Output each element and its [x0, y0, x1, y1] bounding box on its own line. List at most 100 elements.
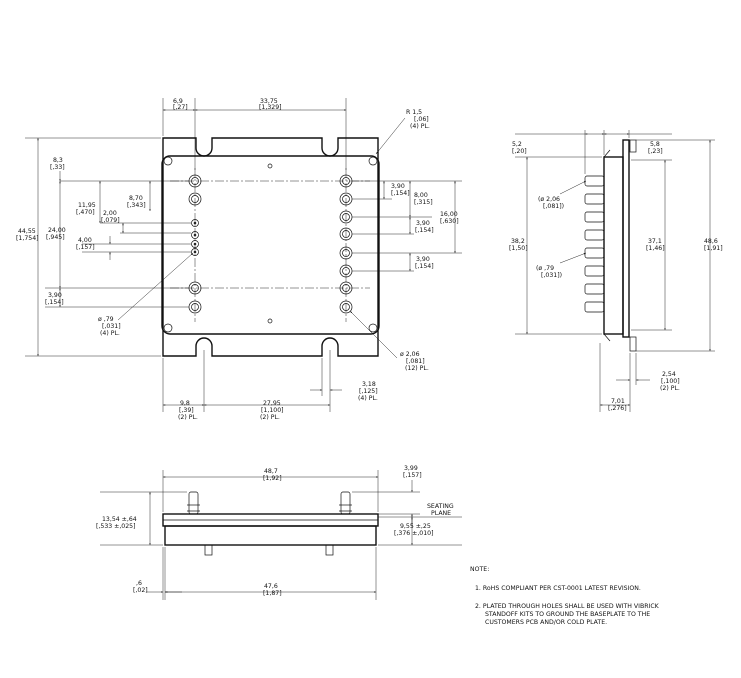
dim-label: [,157] [76, 244, 95, 251]
dim-label: ,6 [136, 580, 142, 587]
dim-label: [,157] [403, 472, 422, 479]
dim-label: 3,99 [404, 465, 418, 472]
standoff [204, 544, 213, 556]
dim-label: (4) PL. [100, 330, 120, 337]
standoff-bottom [629, 336, 637, 352]
dim-label: ø 2,06 [400, 351, 420, 358]
dim-label: 44,55 [18, 228, 36, 235]
dim-label: [,376 ±,010] [394, 530, 434, 537]
dim-label: 38,2 [511, 238, 525, 245]
notes-title: NOTE: [470, 566, 489, 573]
note-1: 1. RoHS COMPLIANT PER CST-0001 LATEST RE… [475, 585, 641, 592]
dim-label: [,031] [102, 323, 121, 330]
dim-label: 8,3 [53, 157, 63, 164]
dim-label: [1,91] [704, 245, 723, 252]
dim-label: [,315] [414, 199, 433, 206]
seating-plane-label: SEATING [427, 503, 454, 510]
dim-label: 47,6 [264, 583, 278, 590]
dim-label: (ø 2,06 [538, 196, 560, 203]
dim-label: [,02] [133, 587, 148, 594]
dim-label: [1,50] [509, 245, 528, 252]
dim-label: 48,7 [264, 468, 278, 475]
dim-label: 9,55 ±,25 [400, 523, 431, 530]
dim-label: [1,46] [646, 245, 665, 252]
note-2-line-1: 2. PLATED THROUGH HOLES SHALL BE USED WI… [475, 603, 660, 610]
dim-label: R 1,5 [406, 109, 422, 116]
dim-label: 8,00 [414, 192, 428, 199]
corner-hole [368, 323, 378, 333]
corner-hole [368, 156, 378, 166]
dim-label: 37,1 [648, 238, 662, 245]
dim-label: 11,95 [78, 202, 96, 209]
dim-label: 3,90 [391, 183, 405, 190]
dim-label: [,343] [127, 202, 146, 209]
dim-label: [,06] [414, 116, 429, 123]
dim-label: (ø ,79 [536, 265, 554, 272]
dim-label: [,154] [391, 190, 410, 197]
dim-label: [1,92] [263, 475, 282, 482]
dim-label: 2,54 [662, 371, 676, 378]
note-2-line-3: CUSTOMERS PCB AND/OR COLD PLATE. [485, 619, 607, 626]
dim-label: 16,00 [440, 211, 458, 218]
side-pins [584, 175, 605, 313]
dim-label: 7,01 [611, 398, 625, 405]
dim-label: [,33] [50, 164, 65, 171]
side-baseplate [622, 139, 630, 338]
top-view: 6,9 [,27] 33,75 [1,329] R 1,5 [,06] (4) … [16, 98, 462, 421]
front-view: 48,7 [1,92] 3,99 [,157] SEATING PLANE 9,… [96, 465, 462, 600]
dim-label: (2) PL. [178, 414, 198, 421]
standoff-top [629, 139, 637, 153]
dim-label: 4,00 [78, 237, 92, 244]
baseplate-outline [162, 137, 379, 357]
dim-label: 3,18 [362, 381, 376, 388]
dim-label: [,031]) [541, 272, 562, 279]
pin-top [340, 491, 351, 515]
corner-hole [163, 156, 173, 166]
dim-label: [,100] [661, 378, 680, 385]
dim-label: [,630] [440, 218, 459, 225]
dim-label: 33,75 [260, 98, 278, 105]
dim-label: [,23] [648, 148, 663, 155]
notes: NOTE: 1. RoHS COMPLIANT PER CST-0001 LAT… [470, 566, 660, 626]
dim-label: (2) PL. [660, 385, 680, 392]
dim-label: [,276] [608, 405, 627, 412]
dim-label: [1,754] [16, 235, 39, 242]
dim-label: 13,54 ±,64 [102, 516, 137, 523]
dim-label: 27,95 [263, 400, 281, 407]
dim-label: 5,2 [512, 141, 522, 148]
module-body [161, 155, 380, 335]
dim-label: [,079] [101, 217, 120, 224]
dim-label: [,081] [406, 358, 425, 365]
note-2-line-2: STANDOFF KITS TO GROUND THE BASEPLATE TO… [485, 611, 650, 618]
dim-label: 3,90 [416, 256, 430, 263]
dim-label: [,20] [512, 148, 527, 155]
dim-label: 2,00 [103, 210, 117, 217]
seating-plane-label: PLANE [431, 510, 451, 517]
dim-label: [,154] [45, 299, 64, 306]
dim-label: [,081]) [543, 203, 564, 210]
dim-label: 9,8 [180, 400, 190, 407]
corner-hole [163, 323, 173, 333]
dim-label: [,125] [359, 388, 378, 395]
dim-label: [,533 ±,025] [96, 523, 136, 530]
dim-label: 3,90 [48, 292, 62, 299]
dim-label: 48,6 [704, 238, 718, 245]
dim-label: [,39] [179, 407, 194, 414]
dim-label: 8,70 [129, 195, 143, 202]
dim-label: [,470] [76, 209, 95, 216]
dim-label: (12) PL. [405, 365, 429, 372]
pin-top [188, 491, 199, 515]
dim-label: [,27] [173, 104, 188, 111]
index-hole [267, 163, 273, 169]
side-body [603, 156, 624, 335]
dim-label: 3,90 [416, 220, 430, 227]
dim-label: (4) PL. [358, 395, 378, 402]
dim-label: 24,00 [48, 227, 66, 234]
dim-label: [,154] [415, 263, 434, 270]
dim-label: [1,329] [259, 104, 282, 111]
dim-label: 5,8 [650, 141, 660, 148]
standoff [325, 544, 334, 556]
dim-label: [,154] [415, 227, 434, 234]
dim-label: 6,9 [173, 98, 183, 105]
